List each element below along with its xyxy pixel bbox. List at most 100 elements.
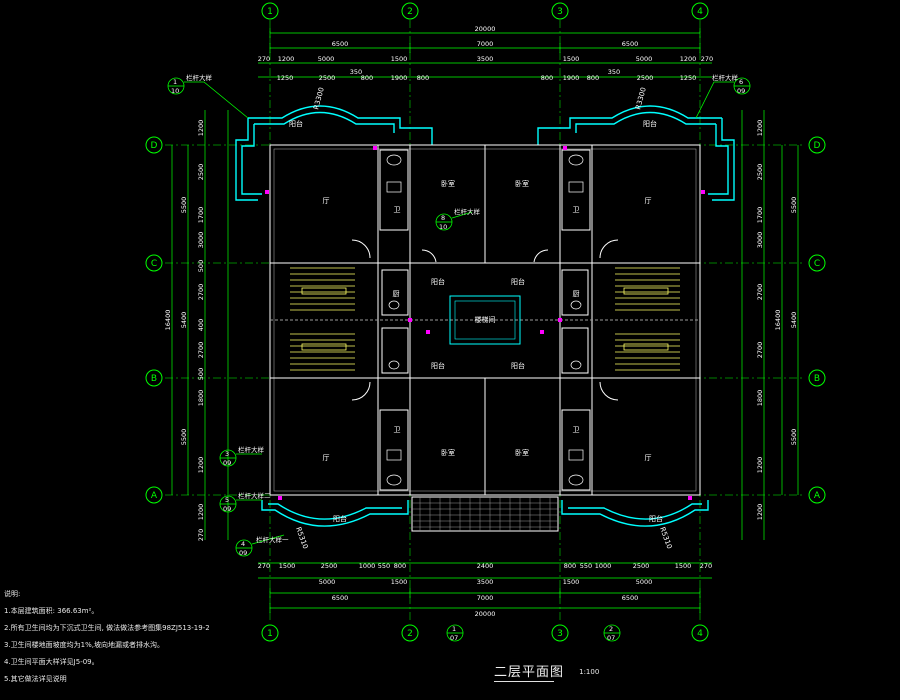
dim-bot-d1-10: 2500: [633, 562, 650, 570]
room-living-br: 厅: [645, 454, 652, 462]
axis-bubbles: [145, 2, 826, 642]
callout-6-sheet: 09: [239, 549, 247, 557]
dim-bot-d1-3: 1000: [359, 562, 376, 570]
axis-bubble-C-right: [808, 254, 826, 272]
room-living-tl: 厅: [323, 197, 330, 205]
room-bedroom-bl: 卧室: [441, 448, 455, 457]
room-bedroom-br: 卧室: [515, 448, 529, 457]
dim-right-inner-0: 1200: [756, 120, 764, 137]
axis-bubble-B-left: [145, 369, 163, 387]
dim-top-d1-3: 1500: [391, 55, 408, 63]
axis-bubble-3-bottom: [551, 624, 569, 642]
dim-bot-d1-9: 1000: [595, 562, 612, 570]
dim-top-d2-8: 800: [587, 74, 599, 82]
hatched-balcony: [411, 496, 559, 532]
dim-left-inner-1: 2500: [197, 164, 205, 181]
callout-4-sheet: 09: [223, 459, 231, 467]
dim-bot-d2-4: 5000: [636, 578, 653, 586]
room-balcony-tl: 阳台: [289, 119, 303, 128]
room-balcony-cr1: 阳台: [511, 277, 525, 286]
dim-bot-bay-3: 6500: [622, 594, 639, 602]
dim-left-inner-0: 1200: [197, 120, 205, 137]
axis-bubble-labels: 1 2 3 4 1 2 3 4 D C B A D C B A: [151, 7, 821, 639]
axis-label-4-bottom: 4: [697, 629, 703, 639]
dim-bot-d1-6: 2400: [477, 562, 494, 570]
axis-label-C-left: C: [151, 259, 157, 269]
axis-label-4-top: 4: [697, 7, 703, 17]
room-kitchen-l: 厨: [393, 290, 400, 298]
dim-right-inner-2: 1700: [756, 207, 764, 224]
dim-right-inner-3: 3000: [756, 232, 764, 249]
dim-bot-d2-2: 3500: [477, 578, 494, 586]
axis-label-B-left: B: [151, 374, 157, 384]
dim-right-overall: 16400: [774, 310, 782, 331]
dim-top-d2-11: 1250: [680, 74, 697, 82]
dim-left-inner-4: 500: [197, 260, 205, 272]
axis-bubble-2-bottom: [401, 624, 419, 642]
axis-bubble-C-left: [145, 254, 163, 272]
room-bedroom-tl: 卧室: [441, 179, 455, 188]
axis-bubble-4-bottom: [691, 624, 709, 642]
axis-label-A-right: A: [814, 491, 821, 501]
dim-left-inner-12: 270: [197, 529, 205, 541]
callout-3-text: 栏杆大样: [454, 207, 481, 216]
side-dimension-lines: [171, 110, 799, 540]
dim-left-inner-11: 1200: [197, 504, 205, 521]
axis-label-1-top: 1: [267, 7, 273, 17]
axis-bubble-2-top: [401, 2, 419, 20]
callout-5-text: 栏杆大样二: [238, 491, 271, 500]
drawing-title: 二层平面图: [494, 665, 565, 680]
callout-6-text: 栏杆大样一: [256, 535, 289, 544]
room-balcony-br: 阳台: [649, 514, 663, 523]
callout-3-ref: 8: [441, 214, 445, 222]
callout-5-sheet: 09: [223, 505, 231, 513]
dim-top-d1-0: 270: [258, 55, 270, 63]
dim-top-d2-0: 1250: [277, 74, 294, 82]
callout-bubbles: [167, 77, 751, 642]
side-dimension-text: 5500 5400 5500 16400 5500 5400 5500 1640…: [164, 120, 798, 541]
dim-top-d1-2: 5000: [318, 55, 335, 63]
accent-markers: [265, 146, 705, 500]
note-3: 3.卫生间楼地面坡度均为1%,坡向地漏或者排水沟。: [4, 641, 165, 649]
dim-right-outer-0: 5500: [790, 197, 798, 214]
dim-bot-d2-3: 1500: [563, 578, 580, 586]
dim-right-inner-10: 1200: [756, 457, 764, 474]
dim-left-overall: 16400: [164, 310, 172, 331]
axis-label-1-bottom: 1: [267, 629, 273, 639]
room-labels: 厅 厅 厅 厅 卧室 卧室 卧室 卧室 阳台 阳台 阳台 阳台 阳台 阳台 阳台…: [289, 119, 663, 523]
notes-title: 说明:: [4, 590, 21, 598]
axis-bubble-D-right: [808, 136, 826, 154]
dim-bot-d1-12: 270: [700, 562, 712, 570]
dim-top-d2-6: 800: [541, 74, 553, 82]
dim-left-inner-7: 2700: [197, 342, 205, 359]
callout-6-ref: 4: [241, 540, 245, 548]
dim-overall-width-bottom: 20000: [475, 610, 496, 618]
design-notes: 说明: 1.本层建筑面积: 366.63m²。 2.所有卫生间均为下沉式卫生间,…: [4, 586, 334, 688]
room-living-bl: 厅: [323, 454, 330, 462]
note-1: 1.本层建筑面积: 366.63m²。: [4, 607, 99, 615]
stairs: [290, 267, 680, 371]
dim-top-d1-6: 5000: [636, 55, 653, 63]
stair-right: [615, 267, 680, 371]
dim-left-inner-2: 1700: [197, 207, 205, 224]
axis-label-C-right: C: [814, 259, 820, 269]
room-light-well: 楼梯间: [475, 315, 496, 324]
interior-walls: [269, 144, 701, 496]
room-kitchen-r: 厨: [573, 290, 580, 298]
dim-top-d2-2: 350: [350, 68, 362, 76]
note-4: 4.卫生间平面大样详见J5-09。: [4, 658, 99, 666]
dim-left-inner-5: 2700: [197, 284, 205, 301]
axis-label-2-top: 2: [407, 7, 413, 17]
callout-2-text: 栏杆大样: [712, 73, 739, 82]
dim-right-inner-7: 2700: [756, 342, 764, 359]
callout-3-sheet: 10: [439, 223, 447, 231]
toilet-fixtures: [386, 154, 584, 486]
room-balcony-bl: 阳台: [333, 514, 347, 523]
section-mark-1-sheet: 07: [450, 634, 458, 642]
axis-bubble-4-top: [691, 2, 709, 20]
exterior-walls: [235, 105, 735, 527]
callout-1-text: 栏杆大样: [186, 73, 213, 82]
axis-bubble-1-top: [261, 2, 279, 20]
dim-left-inner-8: 500: [197, 368, 205, 380]
